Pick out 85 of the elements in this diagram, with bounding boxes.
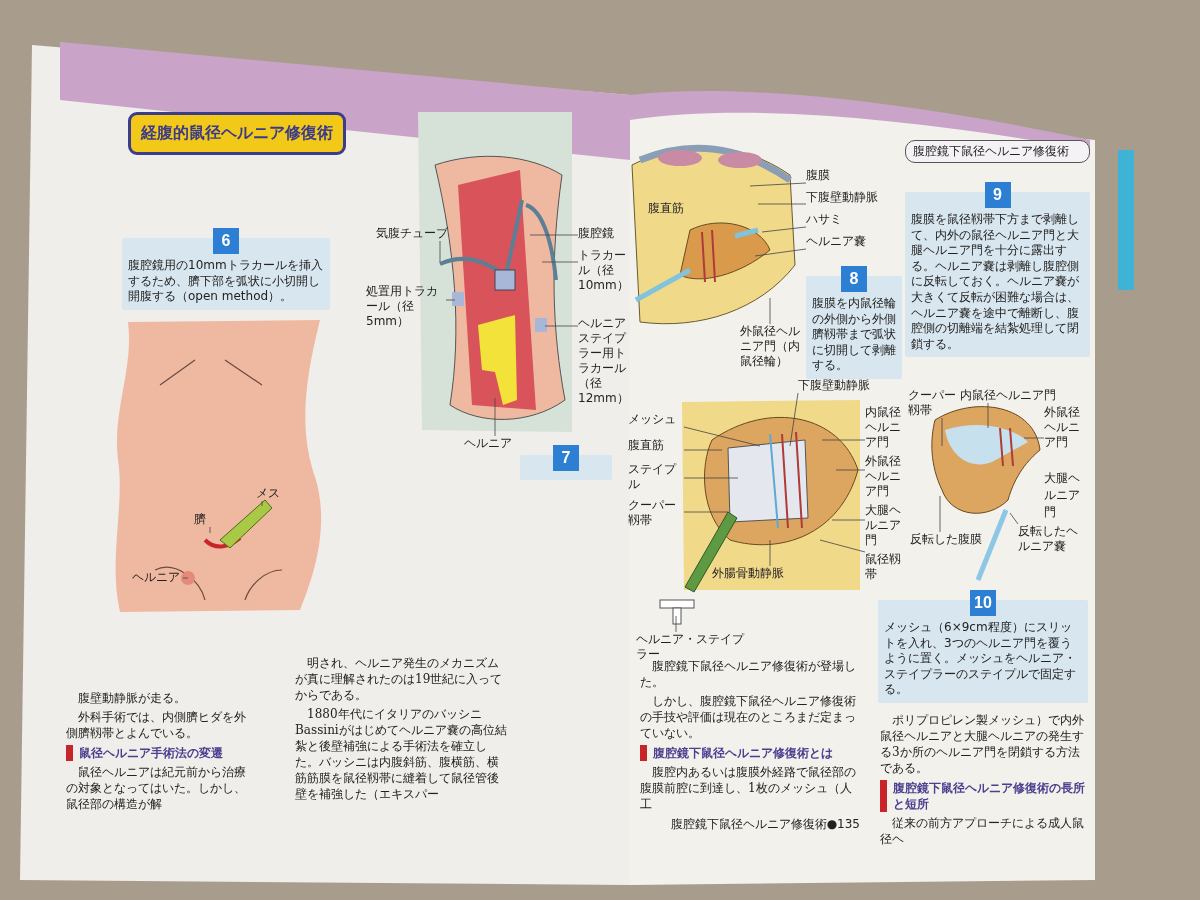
leader-line — [939, 495, 941, 533]
body-text: 腹壁動静脈が走る。 — [77, 690, 187, 706]
body-text: ポリプロピレン製メッシュ）で内外鼠径ヘルニアと大腿ヘルニアの発生する3か所のヘルニア門を閉鎖する方法である。 — [880, 712, 1085, 776]
callout-label: 下腹壁動静脈 — [798, 378, 888, 393]
step-number: 10 — [970, 590, 996, 616]
body-text: 1880年代にイタリアのバッシニBassiniがはじめてヘルニア嚢の高位結紮と後壁補強による手術法を確立した。バッシニは内腹斜筋、腹横筋、横筋筋膜を鼠径靱帯に縫着して鼠径管後壁を補強した（エキスパー — [295, 706, 508, 802]
leader-line — [789, 392, 799, 447]
body-text: 明され、ヘルニア発生のメカニズムが真に理解されたのは19世紀に入ってからである。 — [295, 655, 504, 703]
callout-label: 処置用トラカール（径5mm） — [366, 284, 446, 329]
leader-line — [209, 526, 211, 534]
callout-label: 腹膜 — [806, 168, 840, 183]
body-text: 腹腔鏡下鼠径ヘルニア修復術が登場した。 — [640, 659, 857, 690]
callout-label: メッシュ — [628, 412, 684, 427]
callout-label: 鼠径靱帯 — [865, 552, 905, 582]
leader-line — [769, 539, 771, 567]
section-heading: 腹腔鏡下鼠径ヘルニア修復術とは — [640, 745, 860, 761]
leader-line — [675, 615, 677, 633]
body-text: 従来の前方アプローチによる成人鼠径ヘ — [880, 815, 1085, 847]
body-text: しかし、腹腔鏡下鼠径ヘルニア修復術の手技や評価は現在のところまだ定まっていない。 — [640, 693, 857, 741]
callout-label: ヘルニア — [464, 436, 524, 451]
leader-line — [941, 417, 943, 447]
callout-label: ヘルニア — [132, 570, 188, 585]
leader-line — [439, 240, 441, 263]
leader-line — [754, 248, 807, 257]
callout-label: 気腹チューブ — [376, 226, 460, 241]
leader-line — [529, 234, 579, 236]
callout-label: 臍 — [194, 512, 214, 527]
callout-label: トラカール（径10mm） — [578, 248, 626, 293]
step-number: 9 — [984, 182, 1011, 208]
callout-label: 腹直筋 — [628, 438, 684, 453]
step-number: 7 — [553, 445, 579, 471]
callout-label: ステイプル — [628, 462, 684, 492]
running-header: 腹腔鏡下鼠径ヘルニア修復術 — [905, 140, 1090, 163]
leader-line — [683, 477, 739, 479]
step-number: 8 — [841, 266, 867, 292]
body-text: 腹腔内あるいは腹膜外経路で鼠径部の腹膜前腔に到達し、1枚のメッシュ（人工 — [640, 764, 857, 812]
leader-line — [761, 226, 807, 233]
step-text: メッシュ（6×9cm程度）にスリットを入れ、3つのヘルニア門を覆うように置く。メッシュをヘルニア・ステイプラーのステイプルで固定する。 — [884, 620, 1077, 698]
callout-label: 外鼠径ヘルニア門 — [865, 454, 905, 499]
callout-label: 下腹壁動静脈 — [806, 190, 890, 205]
figure-label: 大腿ヘルニア門 — [1044, 470, 1081, 521]
callout-label: 大腿ヘルニア門 — [865, 503, 905, 548]
leader-line — [757, 203, 807, 205]
leader-line — [831, 519, 866, 521]
leader-line — [683, 511, 729, 513]
leader-line — [182, 577, 189, 579]
step-number: 6 — [213, 228, 239, 254]
leader-line — [494, 397, 496, 437]
callout-label: 腹腔鏡 — [578, 226, 626, 241]
page-footer: 腹腔鏡下鼠径ヘルニア修復術●135 — [640, 816, 860, 833]
callout-label: 外腸骨動静脈 — [712, 566, 792, 581]
leader-line — [544, 325, 579, 327]
callout-label: 外鼠径ヘルニア門（内鼠径輪） — [740, 324, 804, 369]
step-text: 腹膜を内鼠径輪の外側から外側臍靱帯まで弧状に切開して剥離する。 — [812, 296, 896, 374]
callout-label: ヘルニアステイプラー用トラカール（径12mm） — [578, 316, 626, 406]
callout-label: 内鼠径ヘルニア門 — [865, 405, 905, 450]
section-heading: 腹腔鏡下鼠径ヘルニア修復術の長所と短所 — [880, 780, 1088, 812]
leader-line — [769, 297, 771, 325]
title-banner: 経腹的鼠径ヘルニア修復術 — [128, 112, 346, 155]
step-text: 腹腔鏡用の10mmトラカールを挿入するため、臍下部を弧状に小切開し開腹する（open method）。 — [128, 258, 324, 305]
leader-line — [1023, 437, 1045, 439]
section-heading: 鼠径ヘルニア手術法の変遷 — [66, 745, 251, 761]
callout-label: 内鼠径ヘルニア門 — [960, 388, 1070, 403]
leader-line — [821, 439, 866, 441]
leader-line — [261, 500, 263, 507]
callout-label: メス — [256, 486, 292, 501]
leader-line — [1009, 512, 1019, 525]
callout-label: ハサミ — [806, 212, 846, 227]
leader-line — [445, 299, 456, 301]
leader-line — [749, 182, 807, 187]
leader-line — [541, 261, 579, 263]
callout-label: クーパー靱帯 — [908, 388, 956, 418]
leader-line — [683, 426, 761, 447]
leader-line — [987, 402, 989, 429]
body-text: 外科手術では、内側臍ヒダを外側臍靱帯とよんでいる。 — [66, 709, 247, 741]
callout-label: 反転した腹膜 — [910, 532, 990, 547]
leader-line — [835, 469, 866, 471]
leader-line — [683, 449, 723, 451]
body-text: 鼠径ヘルニアは紀元前から治療の対象となってはいた。しかし、鼠径部の構造が解 — [66, 764, 247, 812]
callout-label: ヘルニア嚢 — [806, 234, 872, 249]
step-text: 腹膜を鼠径靱帯下方まで剥離して、内外の鼠径ヘルニア門と大腿ヘルニア門を十分に露出する。ヘルニア嚢は剥離し腹腔側に反転しておく。ヘルニア嚢が大きくて反転が困難な場合は、ヘルニア嚢を途中で離断し、腹腔側の切離端を結紮処理して閉鎖する。 — [911, 212, 1080, 353]
callout-label: 外鼠径ヘルニア門 — [1044, 405, 1086, 450]
figure-label: 腹直筋 — [648, 200, 685, 217]
callout-label: クーパー靱帯 — [628, 498, 684, 528]
callout-label: 反転したヘルニア嚢 — [1018, 524, 1086, 554]
